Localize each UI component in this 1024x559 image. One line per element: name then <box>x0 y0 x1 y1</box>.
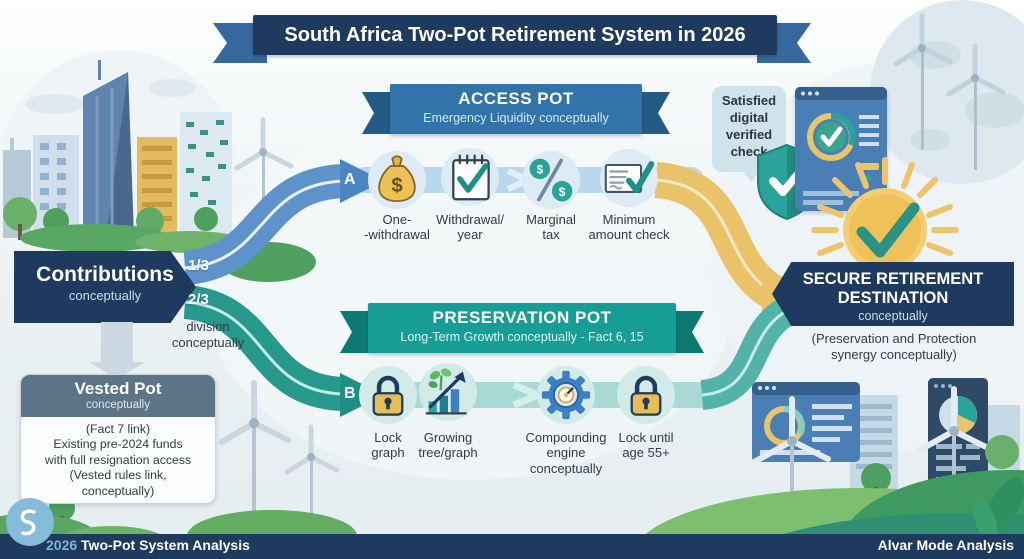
verification-bubble: Satisfied digital verified check <box>712 86 786 172</box>
marginal-tax-percent-icon: $ $ <box>529 158 573 202</box>
access-step-1: $ <box>368 151 426 209</box>
withdrawal-notepad-icon <box>452 154 490 201</box>
growing-tree-graph-icon <box>425 368 467 415</box>
preservation-pot-title: PRESERVATION POT <box>432 308 612 327</box>
vested-pot-box: Vested Pot conceptually (Fact 7 link) Ex… <box>20 374 216 504</box>
preservation-pot-banner: PRESERVATION POT Long-Term Growth concep… <box>368 303 676 353</box>
dashboard-graphics <box>795 87 887 205</box>
access-step-4-label: Minimum amount check <box>588 212 670 243</box>
title-text: South Africa Two-Pot Retirement System i… <box>284 24 746 46</box>
preservation-pot-subtitle: Long-Term Growth conceptually - Fact 6, … <box>400 330 644 344</box>
destination-note: (Preservation and Protection synergy con… <box>811 331 977 362</box>
minimum-amount-check-icon <box>604 161 655 194</box>
svg-text:$: $ <box>536 163 543 177</box>
preservation-step-1 <box>359 366 417 424</box>
preservation-step-4 <box>617 366 675 424</box>
preservation-step-2-label: Growing tree/graph <box>418 430 478 461</box>
access-pot-title: ACCESS POT <box>458 89 574 108</box>
age-lock-icon <box>630 375 662 416</box>
access-step-1-label: One- -withdrawal <box>364 212 430 243</box>
logo-squiggle-icon <box>20 509 36 536</box>
sun-check-icon <box>811 157 959 311</box>
compounding-gear-icon <box>541 370 591 420</box>
footer-left: 2026 Two-Pot System Analysis <box>46 537 250 553</box>
vested-pot-header: Vested Pot conceptually <box>21 375 215 417</box>
logo-badge <box>6 498 54 546</box>
vested-arrow-shaft <box>101 322 133 364</box>
access-pot-subtitle: Emergency Liquidity conceptually <box>423 111 609 125</box>
contributions-banner: Contributions conceptually <box>14 251 196 323</box>
preservation-step-3 <box>537 366 595 424</box>
contributions-subtitle: conceptually <box>68 288 142 303</box>
destination-title: SECURE RETIREMENT DESTINATION <box>802 270 984 307</box>
destination-subtitle: conceptually <box>858 308 928 323</box>
lock-icon <box>372 375 404 416</box>
vested-pot-subtitle: conceptually <box>86 399 150 411</box>
svg-text:$: $ <box>391 175 403 197</box>
division-note: division conceptually <box>171 319 245 350</box>
path-b-label: B <box>344 385 356 402</box>
access-step-2-label: Withdrawal/ year <box>436 212 504 243</box>
split-two-thirds-label: 2/3 <box>188 291 209 308</box>
access-step-2 <box>441 148 499 206</box>
access-step-3: $ $ <box>522 151 580 209</box>
split-one-third-label: 1/3 <box>188 257 209 274</box>
footer-right-text: Alvar Mode Analysis <box>877 537 1014 553</box>
money-bag-icon: $ <box>378 155 416 203</box>
contributions-title: Contributions <box>36 263 174 286</box>
preservation-step-4-label: Lock until age 55+ <box>618 430 674 461</box>
preservation-step-2 <box>419 363 477 421</box>
title-banner: South Africa Two-Pot Retirement System i… <box>253 15 777 55</box>
access-step-3-label: Marginal tax <box>526 212 576 243</box>
city-illustration <box>0 50 245 286</box>
footer-left-text: Two-Pot System Analysis <box>81 537 250 553</box>
vested-pot-title: Vested Pot <box>74 379 162 398</box>
access-pot-banner: ACCESS POT Emergency Liquidity conceptua… <box>390 84 642 134</box>
vested-pot-body: (Fact 7 link) Existing pre-2024 funds wi… <box>44 422 192 498</box>
footer-year: 2026 <box>46 537 78 553</box>
preservation-step-1-label: Lock graph <box>371 430 405 461</box>
svg-text:$: $ <box>559 185 566 199</box>
path-a-label: A <box>344 171 356 188</box>
destination-banner: SECURE RETIREMENT DESTINATION conceptual… <box>772 262 1014 326</box>
footer-bar: 2026 Two-Pot System Analysis Alvar Mode … <box>0 534 1024 559</box>
preservation-step-3-label: Compounding engine conceptually <box>525 430 607 476</box>
access-step-4 <box>600 149 658 207</box>
globe-illustration <box>870 0 1024 184</box>
